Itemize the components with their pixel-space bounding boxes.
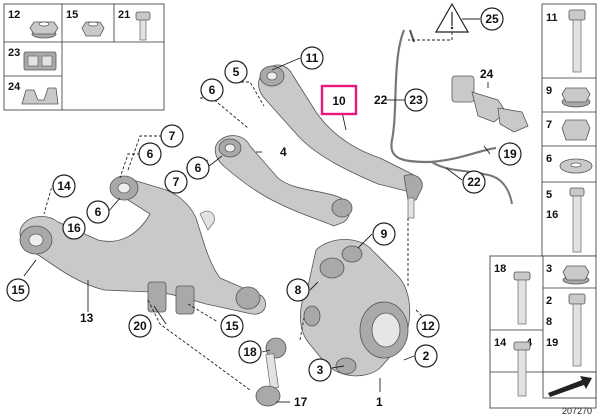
flange-nut-3-icon: [562, 265, 590, 285]
callout-3: 3: [317, 363, 324, 377]
top-left-panel: 12 15 21 23 24: [3, 3, 165, 111]
callout-21-circle: [462, 170, 486, 194]
callout-20: 22: [374, 93, 388, 107]
callout-2-circle: [414, 344, 438, 368]
direction-arrow-icon: [542, 371, 597, 399]
lower-control-arm: [19, 175, 266, 315]
callout-2: 2: [423, 349, 430, 363]
cap-nut-icon: [561, 119, 591, 141]
washer-icon: [559, 158, 593, 174]
top-panel-label-24: 24: [8, 81, 21, 93]
right-panel-label-2: 2: [546, 295, 552, 307]
callout-13: 13: [80, 311, 94, 325]
callout-15a-circle: [6, 278, 30, 302]
callout-25: 25: [485, 12, 499, 26]
right-panel-label-16: 16: [546, 209, 558, 221]
callout-12-circle: [416, 314, 440, 338]
callout-7a-circle: [160, 124, 184, 148]
callout-15b-circle: [220, 314, 244, 338]
callout-15a: 15: [11, 283, 25, 297]
callout-9: 9: [381, 227, 388, 241]
callout-6a: 6: [209, 83, 216, 97]
top-panel-label-23: 23: [8, 47, 20, 59]
bolt-14-icon: [513, 341, 531, 397]
callout-25-circle: [480, 7, 504, 31]
callout-12: 12: [421, 319, 435, 333]
callout-4: 4: [280, 145, 287, 159]
bolt-5-icon: [569, 187, 585, 253]
callout-23-circle: [404, 88, 428, 112]
hex-nut-icon: [81, 21, 105, 37]
right-panel-label-9: 9: [546, 85, 552, 97]
callout-15b: 15: [225, 319, 239, 333]
flange-nut-icon: [29, 21, 59, 39]
cable-clip-icon: [23, 51, 57, 71]
callout-7a: 7: [169, 129, 176, 143]
callout-22: 24: [480, 67, 494, 81]
callout-18: 18: [243, 345, 257, 359]
callout-7b: 7: [173, 175, 180, 189]
callout-6c-circle: [186, 156, 210, 180]
callout-11-circle: [300, 46, 324, 70]
callout-11: 11: [306, 51, 319, 65]
callout-3-circle: [308, 358, 332, 382]
callout-24: 19: [503, 147, 517, 161]
callout-19-circle: [128, 314, 152, 338]
top-panel-label-12: 12: [8, 9, 20, 21]
callout-14: 14: [57, 179, 71, 193]
callout-19: 20: [133, 319, 147, 333]
callout-18-circle: [238, 340, 262, 364]
callout-8-circle: [286, 278, 310, 302]
warning-triangle-icon: [434, 2, 470, 33]
callout-16-circle: [62, 216, 86, 240]
callout-10-highlight: [320, 84, 358, 116]
flange-nut-9-icon: [561, 87, 591, 108]
bracket-clip-icon: [21, 87, 59, 105]
callout-6d: 6: [95, 205, 102, 219]
right-panel: 11 9 7 6 5 16 18 3 2 8 19 14 4: [489, 3, 597, 416]
bolt-18-icon: [513, 271, 531, 325]
top-panel-label-21: 21: [118, 9, 130, 21]
wheel-carrier: [300, 239, 411, 377]
callout-9-circle: [372, 222, 396, 246]
right-panel-label-8: 8: [546, 316, 552, 328]
callout-8: 8: [295, 283, 302, 297]
callout-10: 10: [332, 94, 346, 108]
callout-6d-circle: [86, 200, 110, 224]
callout-21: 22: [467, 175, 481, 189]
callout-6b: 6: [147, 147, 154, 161]
callout-17: 17: [294, 395, 308, 409]
right-panel-label-3: 3: [546, 263, 552, 275]
callout-1: 1: [376, 395, 383, 409]
upper-control-arm: [258, 64, 423, 219]
document-number: 207270: [562, 406, 592, 416]
bolt-2-icon: [568, 293, 586, 367]
right-panel-label-18: 18: [494, 263, 506, 275]
callout-14-circle: [52, 174, 76, 198]
bolt-icon: [135, 11, 151, 41]
callout-6a-circle: [200, 78, 224, 102]
right-panel-label-6: 6: [546, 153, 552, 165]
right-panel-label-5: 5: [546, 189, 552, 201]
callout-6c: 6: [195, 161, 202, 175]
top-panel-label-15: 15: [66, 9, 78, 21]
right-panel-label-11: 11: [546, 12, 558, 24]
callout-24-circle: [498, 142, 522, 166]
callout-6b-circle: [138, 142, 162, 166]
right-panel-label-7: 7: [546, 119, 552, 131]
callout-23: 23: [409, 93, 423, 107]
wishbone-arm: [214, 135, 353, 227]
callout-5-circle: [224, 60, 248, 84]
callout-5: 5: [233, 65, 240, 79]
callout-16: 16: [67, 221, 81, 235]
sensor-bracket-icon: [451, 75, 475, 103]
callout-7b-circle: [164, 170, 188, 194]
callouts: 25 11 5 6 10 22 23 24 19 22 7 6 7 6 4 14…: [6, 7, 522, 409]
right-panel-label-19: 19: [546, 337, 558, 349]
long-bolt-icon: [568, 9, 586, 73]
toe-link: [255, 337, 287, 407]
right-panel-label-14: 14: [494, 337, 507, 349]
